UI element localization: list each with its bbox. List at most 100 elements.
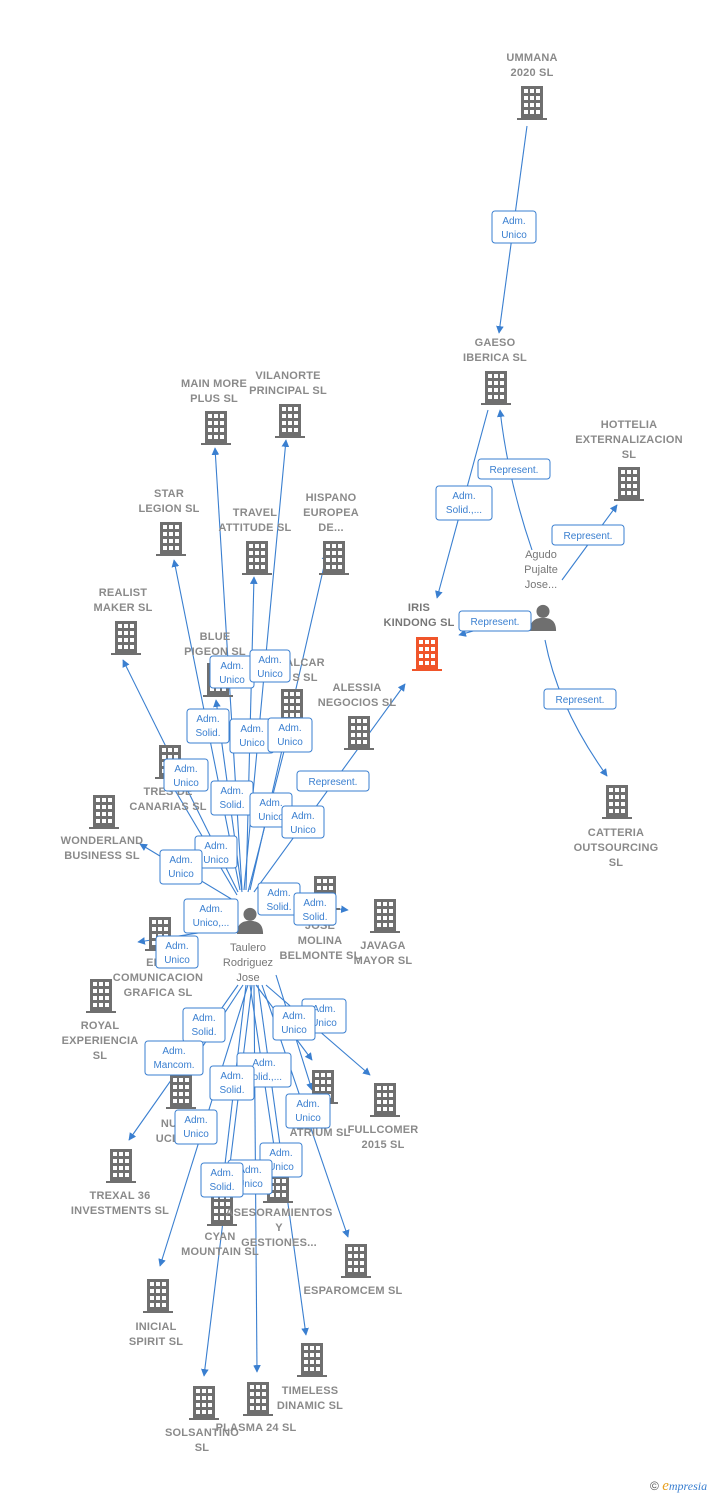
company-building-icon[interactable] — [517, 86, 547, 120]
relationship-tag[interactable]: Represent. — [543, 688, 617, 710]
company-label-plasma[interactable]: PLASMA 24 SL — [216, 1422, 297, 1434]
company-building-icon[interactable] — [481, 371, 511, 405]
graph-nodes — [86, 86, 644, 1420]
tag-label: Represent. — [556, 695, 605, 706]
tag-label: Adm.Unico — [168, 855, 194, 880]
tag-label: Adm.Solid. — [195, 714, 220, 739]
tag-label: Adm.Unico — [257, 655, 283, 680]
company-focus-icon[interactable] — [412, 637, 442, 671]
company-building-icon[interactable] — [189, 1386, 219, 1420]
tag-label: Adm.Solid. — [266, 888, 291, 913]
relationship-tag[interactable]: Adm.Solid. — [200, 1162, 244, 1198]
relationship-tag[interactable]: Adm.Solid. — [182, 1007, 226, 1043]
company-label-esparomcem[interactable]: ESPAROMCEM SL — [304, 1285, 403, 1297]
relationship-tag[interactable]: Adm.Unico — [272, 1005, 316, 1041]
company-building-icon[interactable] — [156, 522, 186, 556]
relationship-tag[interactable]: Adm.Unico — [285, 1093, 331, 1129]
company-building-icon[interactable] — [201, 411, 231, 445]
company-building-icon[interactable] — [243, 1382, 273, 1416]
company-label-eka[interactable]: EKACOMUNICACIONGRAFICA SL — [113, 957, 203, 999]
tag-label: Represent. — [564, 531, 613, 542]
relationship-tag[interactable]: Adm.Unico — [229, 718, 275, 754]
relationship-tag[interactable]: Adm.Solid. — [186, 708, 230, 744]
tag-label: Adm.Unico,... — [193, 904, 230, 929]
company-building-icon[interactable] — [614, 467, 644, 501]
relationship-tag[interactable]: Adm.Solid. — [293, 892, 337, 926]
company-building-icon[interactable] — [602, 785, 632, 819]
company-building-icon[interactable] — [242, 541, 272, 575]
relationship-tag[interactable]: Adm.Solid.,... — [435, 485, 493, 521]
relationship-tag[interactable]: Adm.Unico — [163, 758, 209, 792]
company-building-icon[interactable] — [370, 1083, 400, 1117]
company-building-icon[interactable] — [89, 795, 119, 829]
relationship-tag[interactable]: Adm.Unico — [155, 935, 199, 969]
company-building-icon[interactable] — [166, 1075, 196, 1109]
tag-label: Adm.Mancom. — [153, 1046, 194, 1071]
relationship-tag[interactable]: Represent. — [296, 770, 370, 792]
company-building-icon[interactable] — [297, 1343, 327, 1377]
relationship-tag[interactable]: Adm.Unico — [281, 805, 325, 839]
person-icon[interactable] — [529, 604, 557, 631]
company-building-icon[interactable] — [370, 899, 400, 933]
company-building-icon[interactable] — [275, 404, 305, 438]
relationship-tag[interactable]: Represent. — [458, 610, 532, 632]
company-building-icon[interactable] — [344, 716, 374, 750]
company-building-icon[interactable] — [86, 979, 116, 1013]
brand-logo-e: e — [662, 1478, 669, 1494]
tag-label: Represent. — [309, 777, 358, 788]
relationship-tag[interactable]: Represent. — [477, 458, 551, 480]
relationship-tag[interactable]: Adm.Unico,... — [183, 898, 239, 934]
company-building-icon[interactable] — [341, 1244, 371, 1278]
relationship-tag[interactable]: Adm.Unico — [267, 717, 313, 753]
company-building-icon[interactable] — [106, 1149, 136, 1183]
tag-label: Adm.Solid. — [191, 1013, 216, 1038]
tag-label: Adm.Unico — [311, 1004, 337, 1029]
tag-label: Adm.Unico — [237, 1165, 263, 1190]
tag-label: Adm.Unico — [295, 1099, 321, 1124]
relationship-tag[interactable]: Adm.Unico — [159, 849, 203, 885]
company-building-icon[interactable] — [143, 1279, 173, 1313]
tag-label: Adm.Unico — [203, 841, 229, 866]
relationship-tag[interactable]: Adm.Unico — [249, 649, 291, 683]
company-label-atrium[interactable]: ATRIUM SL — [290, 1127, 351, 1139]
company-building-icon[interactable] — [319, 541, 349, 575]
relationship-tags: Adm.UnicoRepresent.Adm.Solid.,...Represe… — [144, 210, 625, 1198]
relationship-tag[interactable]: Adm.Mancom. — [144, 1040, 204, 1076]
tag-label: Adm.Solid.,... — [446, 491, 482, 516]
relationship-tag[interactable]: Represent. — [551, 524, 625, 546]
brand-footer[interactable]: © empresia — [650, 1478, 707, 1495]
company-building-icon[interactable] — [111, 621, 141, 655]
relationship-tag[interactable]: Adm.Solid. — [209, 1065, 255, 1101]
relationship-tag[interactable]: Adm.Unico — [209, 655, 255, 689]
relationship-tag[interactable]: Adm.Solid. — [210, 780, 254, 816]
relationship-tag[interactable]: Adm.Unico — [491, 210, 537, 244]
relationship-tag[interactable]: Adm.Unico — [174, 1109, 218, 1145]
